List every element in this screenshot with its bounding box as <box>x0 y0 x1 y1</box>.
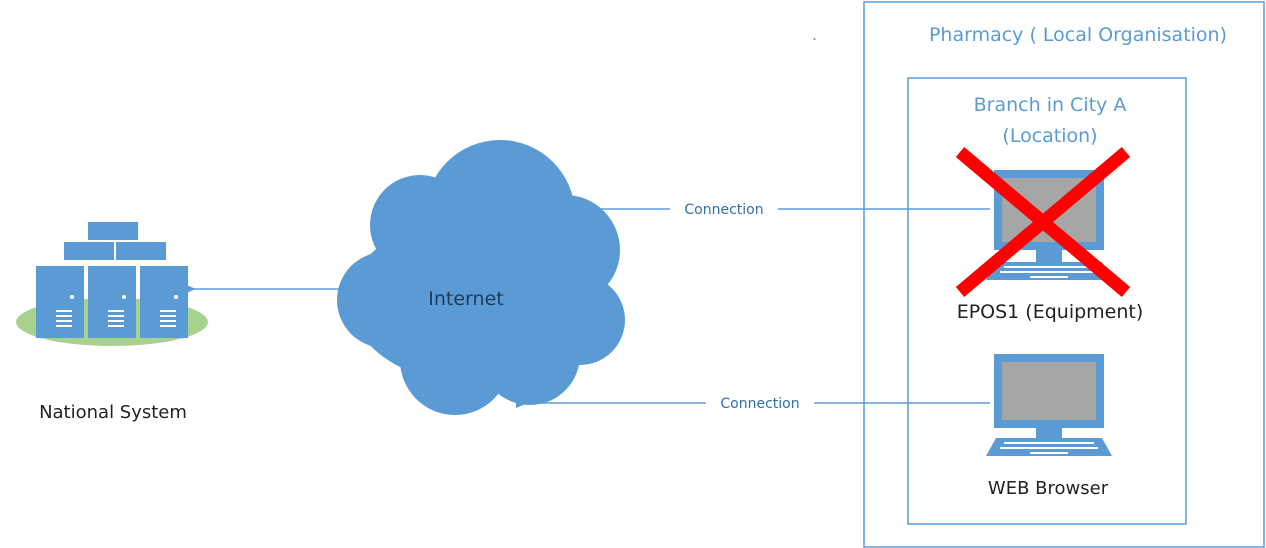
branch-label-line1: Branch in City A <box>974 94 1127 116</box>
epos-label: EPOS1 (Equipment) <box>957 301 1144 323</box>
red-x-icon <box>955 147 1131 297</box>
server-cluster-icon <box>16 222 208 346</box>
pharmacy-label: Pharmacy ( Local Organisation) <box>929 24 1227 46</box>
connection-label-epos: Connection <box>684 202 763 218</box>
internet-label: Internet <box>428 288 503 310</box>
branch-label-line2: (Location) <box>1002 125 1097 147</box>
web-browser-label: WEB Browser <box>988 478 1109 499</box>
decorative-dot: . <box>812 25 817 44</box>
pharmacy-container: Pharmacy ( Local Organisation) <box>863 1 1265 548</box>
connection-label-web-browser: Connection <box>720 396 799 412</box>
branch-container: Branch in City A (Location) <box>907 77 1187 525</box>
web-browser-computer-icon <box>986 354 1112 456</box>
national-system-label: National System <box>39 402 187 423</box>
cloud-icon <box>337 140 625 415</box>
